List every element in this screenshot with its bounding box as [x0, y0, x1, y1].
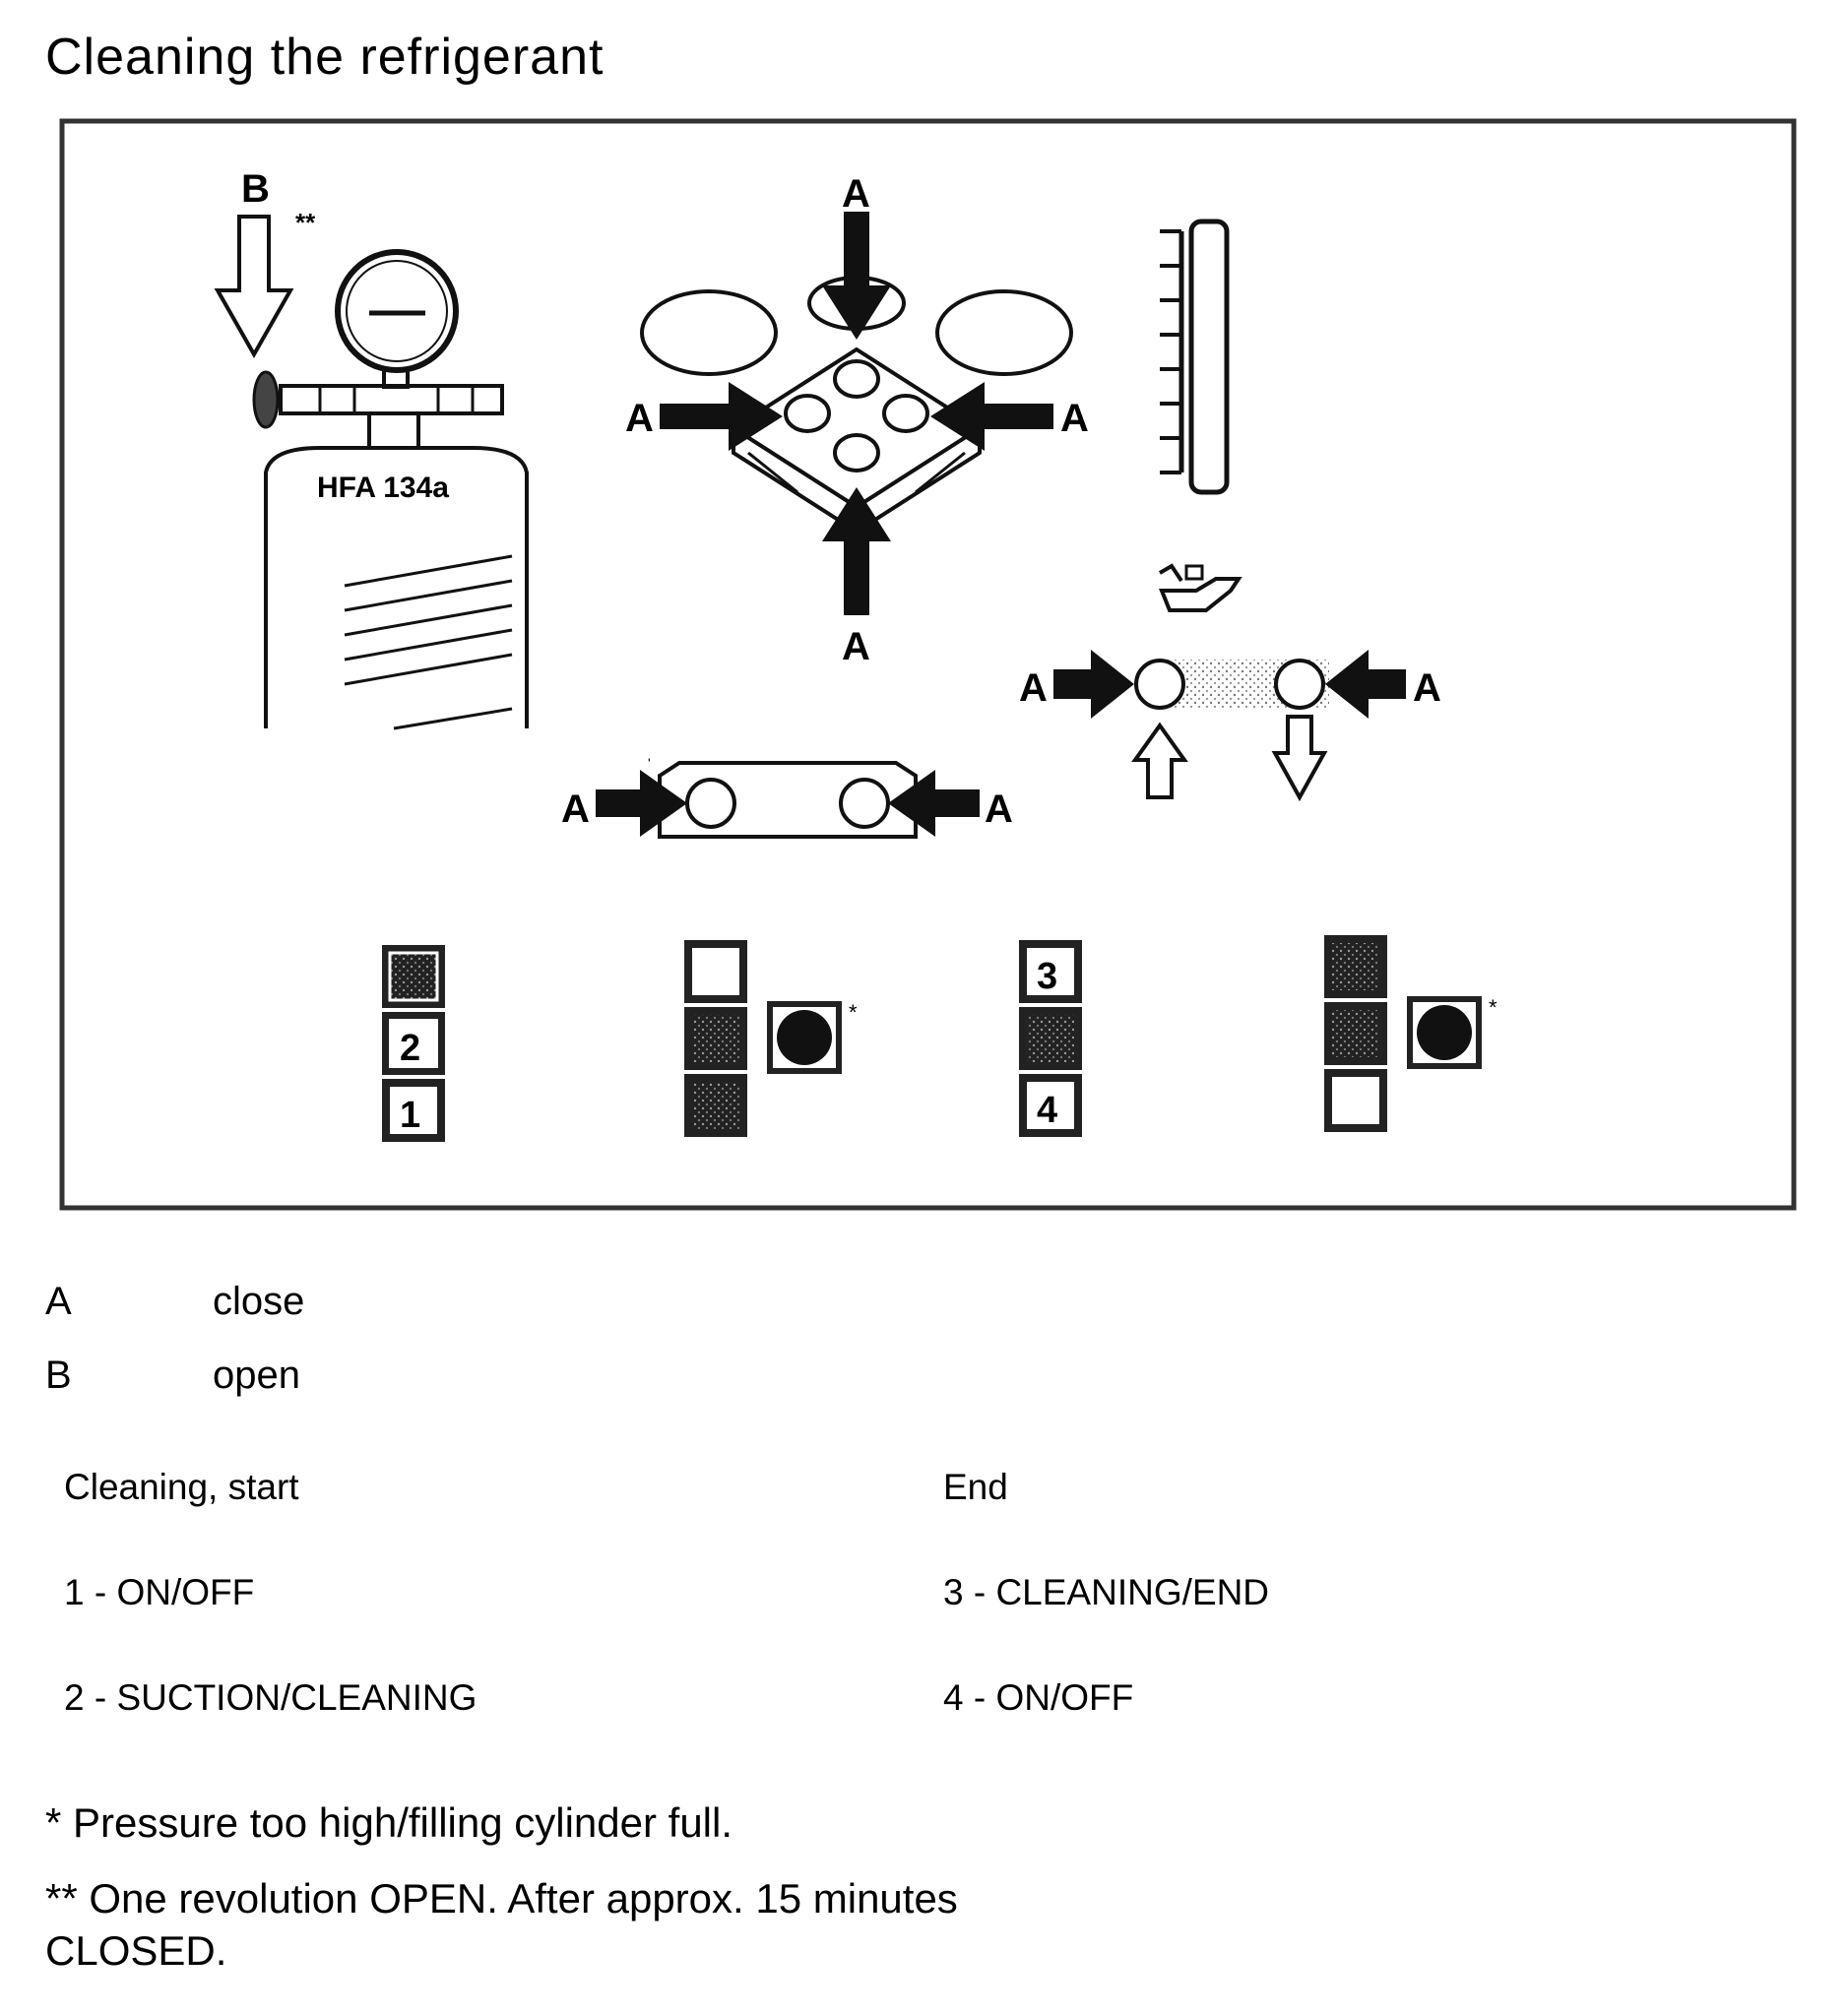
start-heading: Cleaning, start — [64, 1467, 299, 1507]
flow-up-arrow — [1131, 722, 1188, 799]
legend-key: A — [45, 1280, 72, 1323]
key-3-label: 3 — [1037, 956, 1057, 997]
end-step-4: 4 - ON/OFF — [943, 1677, 1134, 1718]
hand-valve-icon — [252, 370, 280, 429]
filter-dryer: ' A A — [561, 755, 1013, 839]
oil-can-icon — [1158, 563, 1242, 612]
start-step-2: 2 - SUCTION/CLEANING — [64, 1677, 478, 1718]
service-unit-diagram: HFA 134a B ** — [59, 118, 1797, 1211]
single-star-marker: * — [1489, 995, 1497, 1020]
end-heading: End — [943, 1467, 1008, 1507]
key-panel-1: 2 1 — [382, 945, 445, 1142]
valve-a-label-dryer-right: A — [985, 788, 1013, 831]
oil-separator: A A — [1019, 563, 1441, 802]
note-double-star: ** One revolution OPEN. After approx. 15… — [45, 1872, 958, 1977]
close-arrow-oil-right — [1325, 650, 1406, 719]
note-double-star-line-2: CLOSED. — [45, 1927, 227, 1974]
cylinder-label: HFA 134a — [317, 472, 449, 504]
close-arrow-bottom — [822, 487, 891, 615]
start-step-1: 1 - ON/OFF — [64, 1572, 255, 1612]
close-arrow-dryer-right — [888, 770, 980, 837]
key-panel-3: 3 4 — [1019, 940, 1082, 1137]
flow-down-arrow — [1271, 715, 1328, 802]
double-star-marker: ** — [295, 208, 316, 237]
figure-frame — [59, 118, 1797, 1211]
legend-key: B — [45, 1354, 72, 1397]
valve-a-label-oil-left: A — [1019, 666, 1048, 710]
valve-a-label-top: A — [842, 172, 870, 216]
key-panel-2: * — [684, 940, 858, 1137]
filling-cylinder-scale — [1160, 219, 1230, 495]
open-arrow-b — [214, 215, 294, 359]
page-title: Cleaning the refrigerant — [45, 29, 605, 86]
valve-a-label-left: A — [625, 397, 654, 440]
key-2-label: 2 — [400, 1028, 420, 1069]
single-star-marker: * — [849, 1000, 858, 1025]
key-4-label: 4 — [1037, 1090, 1057, 1131]
close-arrow-right — [930, 382, 1053, 451]
note-double-star-line-1: ** One revolution OPEN. After approx. 15… — [45, 1875, 958, 1922]
manifold-block: A A A A — [625, 172, 1089, 668]
key-1-label: 1 — [400, 1095, 420, 1136]
double-star-marker: ' — [648, 755, 651, 771]
valve-a-label-bottom: A — [842, 625, 870, 668]
close-arrow-oil-left — [1053, 650, 1134, 719]
end-step-3: 3 - CLEANING/END — [943, 1572, 1270, 1612]
close-arrow-dryer-left — [596, 770, 687, 837]
refrigerant-cylinder: HFA 134a B ** — [214, 167, 529, 730]
valve-a-label-right: A — [1060, 397, 1089, 440]
key-panel-4: * — [1324, 935, 1497, 1132]
valve-b-label: B — [241, 167, 270, 211]
close-arrow-left — [660, 382, 783, 451]
legend-value: open — [213, 1354, 300, 1397]
valve-a-label-dryer-left: A — [561, 788, 590, 831]
valve-a-label-oil-right: A — [1413, 666, 1441, 710]
legend-value: close — [213, 1280, 305, 1323]
close-arrow-top — [822, 212, 891, 340]
note-single-star: * Pressure too high/filling cylinder ful… — [45, 1799, 733, 1846]
